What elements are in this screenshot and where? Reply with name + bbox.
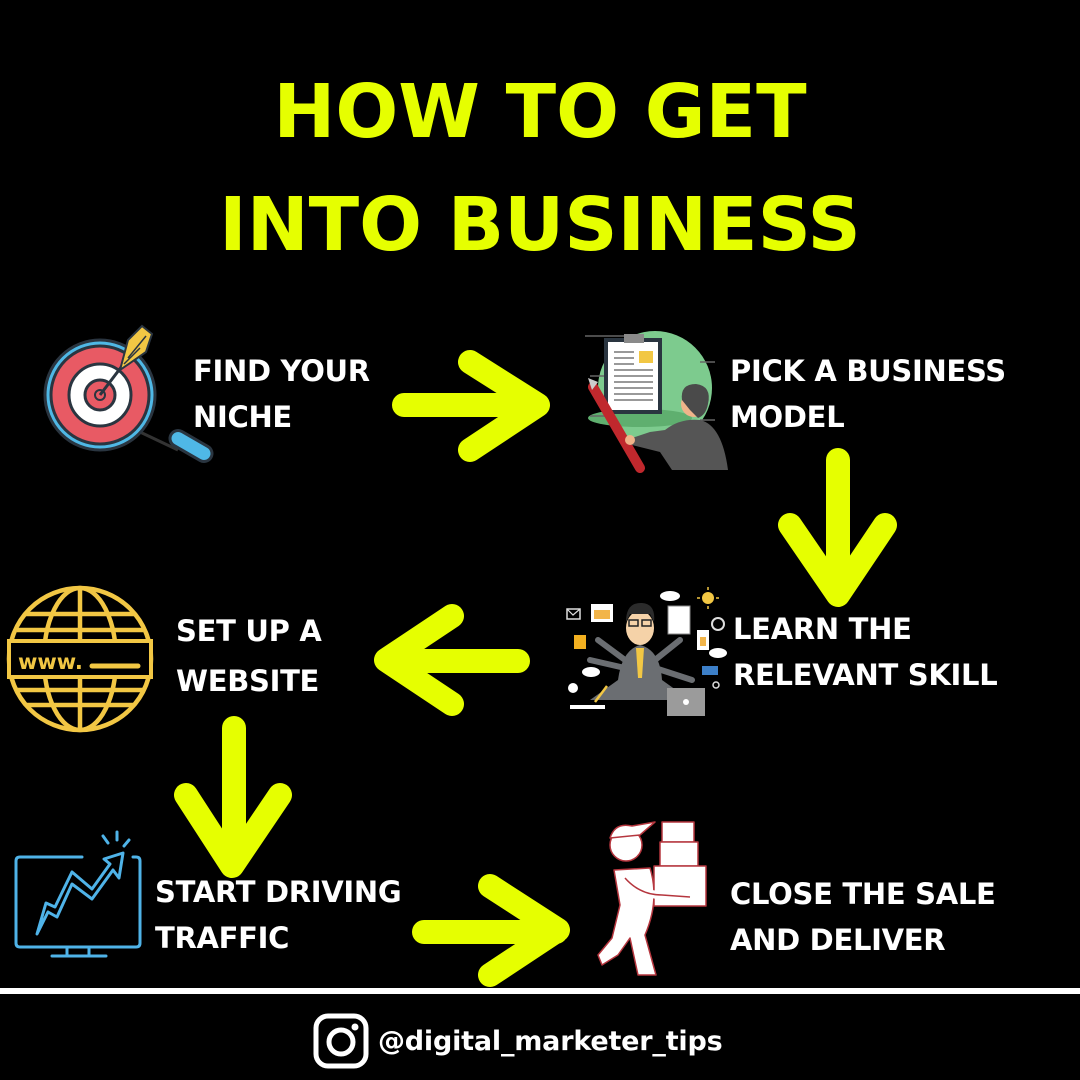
step-label-line: WEBSITE (176, 664, 320, 698)
step-setup-website: SET UP A WEBSITE (176, 606, 322, 706)
instagram-icon[interactable] (312, 1012, 370, 1070)
step-learn-skill: LEARN THE RELEVANT SKILL (733, 606, 998, 698)
step-label-line: START DRIVING (155, 875, 402, 909)
arrow-down-icon (778, 448, 897, 607)
growth-chart-monitor-icon (14, 830, 142, 958)
arrow-left-icon (374, 604, 530, 716)
step-label-line: RELEVANT SKILL (733, 658, 998, 692)
svg-text:www.: www. (18, 650, 83, 674)
step-label-line: TRAFFIC (155, 921, 290, 955)
footer: @digital_marketer_tips (312, 1012, 723, 1070)
arrow-down-icon (174, 716, 292, 878)
step-close-sale: CLOSE THE SALE AND DELIVER (730, 871, 996, 963)
step-label-line: FIND YOUR (193, 354, 370, 388)
step-pick-business-model: PICK A BUSINESS MODEL (730, 348, 1006, 440)
title-line-2: INTO BUSINESS (219, 182, 861, 268)
step-label-line: NICHE (193, 400, 292, 434)
step-label-line: MODEL (730, 400, 845, 434)
step-find-niche: FIND YOUR NICHE (193, 348, 370, 440)
arrow-right-icon (412, 874, 570, 987)
target-search-icon (43, 324, 214, 463)
step-label-line: SET UP A (176, 614, 322, 648)
title-line-1: HOW TO GET (273, 69, 807, 155)
step-label-line: CLOSE THE SALE (730, 877, 996, 911)
arrow-right-icon (392, 350, 550, 462)
multitasking-businessman-icon (566, 587, 727, 716)
step-drive-traffic: START DRIVING TRAFFIC (155, 869, 402, 961)
instagram-handle-link[interactable]: @digital_marketer_tips (378, 1025, 723, 1057)
footer-divider (0, 988, 1080, 994)
step-label-line: LEARN THE (733, 612, 912, 646)
clipboard-planning-icon (585, 331, 728, 473)
step-label-line: PICK A BUSINESS (730, 354, 1006, 388)
www-globe-icon: www. (6, 585, 154, 733)
delivery-man-boxes-icon (597, 821, 707, 976)
step-label-line: AND DELIVER (730, 923, 946, 957)
